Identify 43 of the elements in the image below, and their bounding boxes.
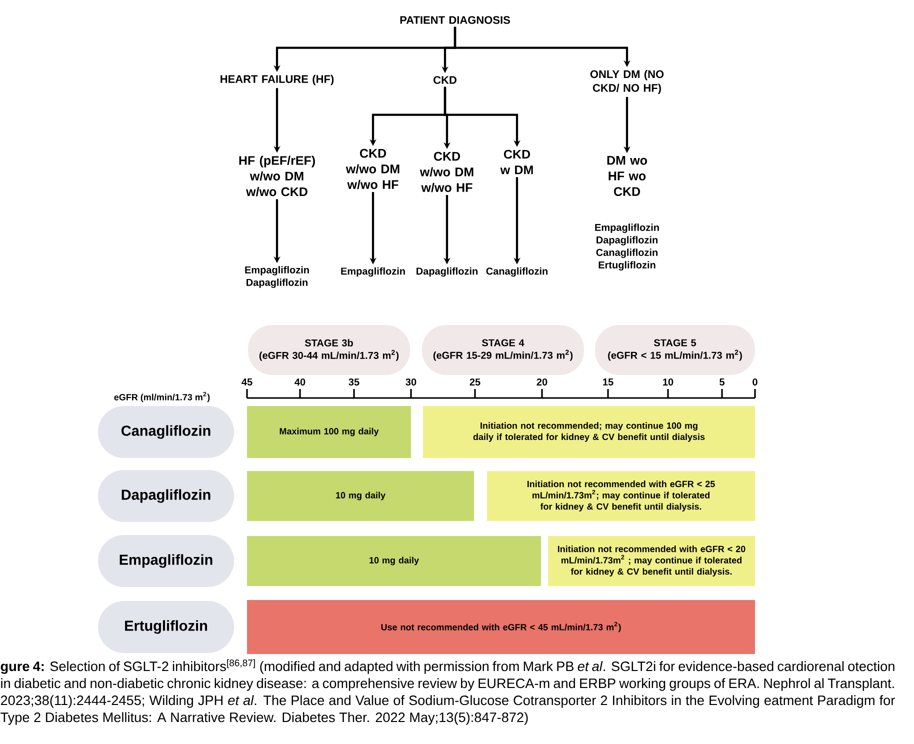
tick-label: 40 bbox=[294, 378, 306, 386]
node-label: Canagliflozin bbox=[596, 248, 658, 258]
caution-bar: Initiation not recommended with eGFR < 20 mL/min/1.73m$^{2}$ ; may continue if tolerated for kidney & CV benefit until dialysis. bbox=[548, 536, 755, 586]
tick-label: 45 bbox=[242, 378, 252, 386]
node-label: Dapagliflozin bbox=[596, 236, 658, 246]
caution-bar: Initiation not recommended with eGFR < 25 mL/min/1.73m$^{2}$; may continue if tolerated for kidney & CV benefit until dialysis. bbox=[487, 471, 755, 521]
stage-pill: STAGE 3b (eGFR 30-44 mL/min/1.73 m$^{2}$) bbox=[248, 325, 410, 375]
dose-bar: 10 mg daily bbox=[247, 536, 541, 586]
caution-bar: Initiation not recommended; may continue 100 mg daily if tolerated for kidney & CV benefit until dialysis bbox=[423, 406, 755, 458]
drug-pill: Empagliflozin bbox=[98, 535, 234, 587]
heading-text: PATIENT DIAGNOSIS bbox=[400, 16, 510, 24]
node-label: Empagliflozin bbox=[595, 224, 659, 233]
drug-text: Empagliflozin bbox=[341, 267, 405, 277]
drug-pill: Ertugliflozin bbox=[98, 601, 234, 653]
condition-text: CKD w/wo DM w/wo HF bbox=[346, 148, 400, 190]
warning-bar: Use not recommended with eGFR < 45 mL/min/1.73 m$^{2}$) bbox=[247, 600, 755, 654]
tick-label: 5 bbox=[720, 378, 725, 386]
drug-text: Empagliflozin Dapagliflozin bbox=[245, 266, 309, 288]
condition-text: DM wo HF wo CKD bbox=[607, 156, 647, 196]
drug-text: Dapagliflozin bbox=[416, 267, 478, 277]
condition-text: HF (pEF/rEF) w/wo DM w/wo CKD bbox=[239, 156, 315, 196]
condition-text: CKD w/wo DM w/wo HF bbox=[420, 152, 474, 192]
drug-text: Canagliflozin bbox=[486, 267, 548, 277]
tick-label: 0 bbox=[752, 378, 758, 386]
drug-pill: Dapagliflozin bbox=[98, 470, 234, 522]
stage-pill: STAGE 5 (eGFR < 15 mL/min/1.73 m$^{2}$) bbox=[595, 325, 755, 375]
node-label: Ertugliflozin bbox=[598, 261, 656, 270]
dose-bar: Maximum 100 mg daily bbox=[247, 406, 411, 458]
tick-label: 20 bbox=[536, 378, 548, 386]
drug-pill: Canagliflozin bbox=[98, 406, 234, 458]
condition-text: CKD w DM bbox=[500, 150, 533, 174]
category-text: ONLY DM (NO CKD/ NO HF) bbox=[590, 70, 664, 94]
tick-label: 15 bbox=[603, 378, 614, 386]
tick-label: 35 bbox=[348, 378, 360, 386]
tick-label: 25 bbox=[470, 378, 480, 386]
caption: gure 4: Selection of SGLT-2 inhibitors$^{[86,87]}$ (modified and adapted with permission from Mark PB et al. SGLT2i for evidence-based cardiorenal otection in diabetic and non-diabetic chronic kidney disease: a comprehensive review by EURECA-m and ERBP working groups of ERA. Nephrol al Transplant. 2023;38(11):2444-2455; Wilding JPH et al. The Place and Value of Sodium-Glucose Cotransporter 2 Inhibitors in the Evolving eatment Paradigm for Type 2 Diabetes Mellitus: A Narrative Review. Diabetes Ther. 2022 May;13(5):847-872) bbox=[0, 659, 895, 725]
stage-pill: STAGE 4 (eGFR 15-29 mL/min/1.73 m$^{2}$) bbox=[422, 325, 584, 375]
drug-list: Empagliflozin Dapagliflozin Canagliflozin Ertugliflozin bbox=[595, 224, 659, 270]
category-text: HEART FAILURE (HF) bbox=[220, 74, 334, 86]
dose-bar: 10 mg daily bbox=[247, 471, 474, 521]
category-text: CKD bbox=[434, 76, 456, 84]
tick-label: 30 bbox=[406, 378, 416, 386]
tick-label: 10 bbox=[663, 378, 674, 386]
